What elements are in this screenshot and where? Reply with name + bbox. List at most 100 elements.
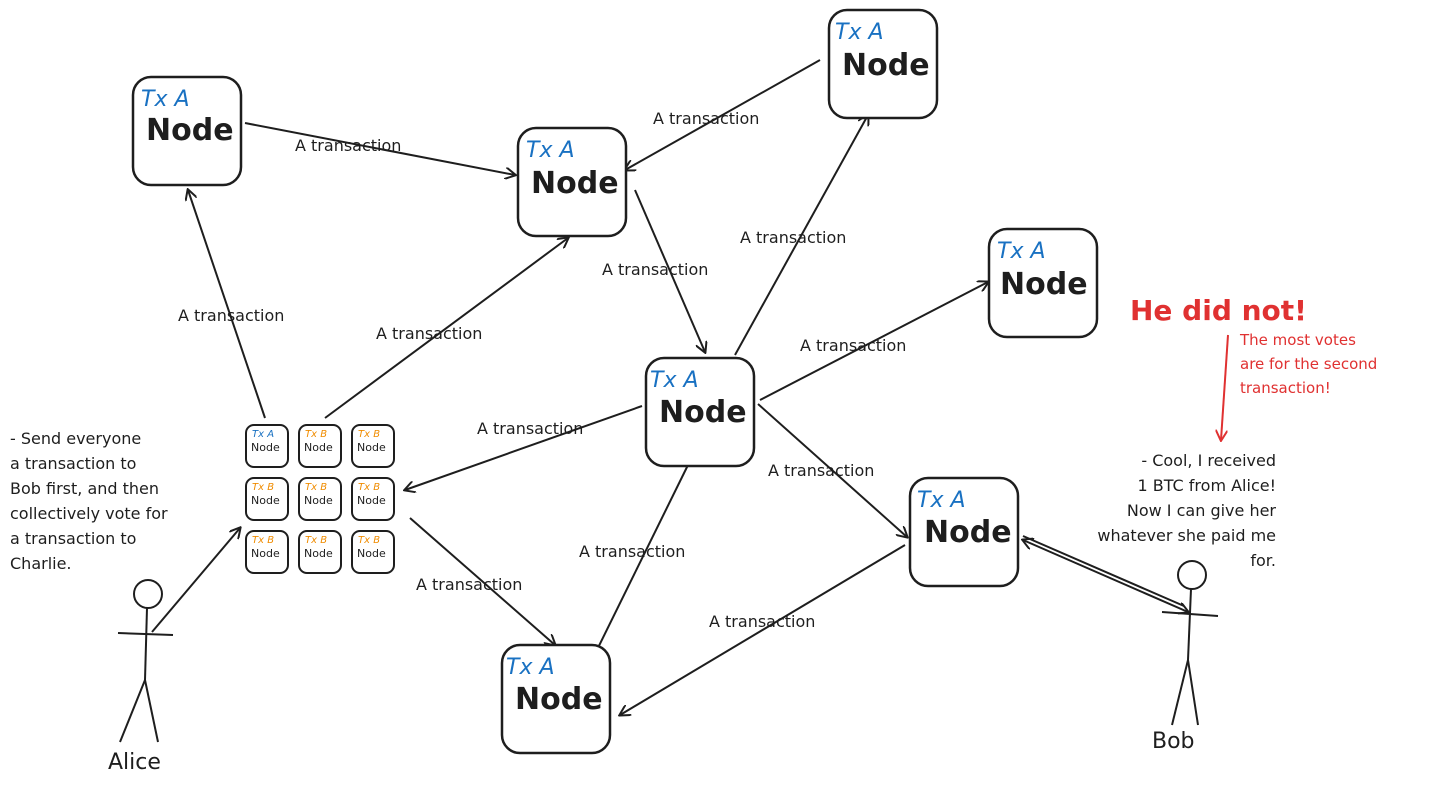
mini-node-box (351, 530, 395, 574)
mini-node-label: Node (251, 494, 280, 507)
mini-node-label: Node (304, 547, 333, 560)
edge-label: A transaction (477, 419, 583, 438)
node-label: Node (659, 395, 747, 430)
edge-label: A transaction (579, 542, 685, 561)
bob-body (1187, 588, 1192, 661)
node-box (644, 356, 756, 468)
edge-n2-to-n5 (634, 189, 705, 352)
mini-node-tx-label: Tx A (252, 429, 274, 440)
mini-node-box (351, 424, 395, 468)
node-4: Tx A Node (987, 227, 1099, 339)
mini-node-tx-label: Tx B (358, 482, 380, 493)
note-line: - Cool, I received (1141, 451, 1276, 470)
note-line: for. (1250, 551, 1276, 570)
mini-node-label: Node (304, 494, 333, 507)
node-tx-label: Tx A (917, 488, 966, 513)
node-box (827, 8, 939, 120)
node-tx-label: Tx A (835, 20, 884, 45)
mini-node-label: Node (304, 441, 333, 454)
edge-grid-to-n1 (188, 190, 266, 419)
mini-node-box (298, 424, 342, 468)
node-label: Node (1000, 267, 1088, 302)
bob-figure: Bob (1152, 560, 1219, 754)
edge-n6-to-n7 (620, 544, 906, 715)
edge-bob-n6-shadow (1022, 535, 1185, 607)
mini-node-label: Node (357, 494, 386, 507)
note-line: Charlie. (10, 554, 72, 573)
node-1: Tx A Node (131, 75, 243, 187)
edge-n5-to-n7 (592, 464, 689, 660)
mini-node-box (298, 530, 342, 574)
note-line: whatever she paid me (1097, 526, 1276, 545)
alice-leg-left (119, 679, 146, 743)
mini-node-tx-label: Tx B (305, 429, 327, 440)
bob-head (1177, 560, 1207, 590)
node-3: Tx A Node (827, 8, 939, 120)
edge-label: A transaction (653, 109, 759, 128)
mini-node-label: Node (251, 441, 280, 454)
mini-node-box (298, 477, 342, 521)
node-label: Node (842, 48, 930, 83)
mini-node-tx-label: Tx B (252, 482, 274, 493)
note-line: The most votes (1239, 331, 1356, 349)
rebuttal-arrow (1221, 334, 1229, 440)
mini-node-box (245, 477, 289, 521)
edge-n1-to-n2 (244, 122, 515, 175)
edges (151, 59, 1188, 715)
edge-label: A transaction (416, 575, 522, 594)
edge-grid-to-n7 (409, 517, 555, 645)
alice-name: Alice (108, 750, 161, 775)
mini-node-label: Node (357, 547, 386, 560)
node-label: Node (146, 113, 234, 148)
node-label: Node (924, 515, 1012, 550)
node-box (500, 643, 612, 755)
edge-bob-n6 (1023, 540, 1188, 612)
mini-node-tx-label: Tx B (305, 482, 327, 493)
node-tx-label: Tx A (526, 138, 575, 163)
node-box (987, 227, 1099, 339)
alice-figure: Alice (108, 579, 174, 775)
note-line: Now I can give her (1127, 501, 1277, 520)
edge-n3-to-n2 (625, 59, 821, 170)
mini-node-tx-label: Tx B (305, 535, 327, 546)
node-box (131, 75, 243, 187)
alice-body (144, 607, 148, 681)
node-6: Tx A Node (908, 476, 1020, 588)
node-tx-label: Tx A (997, 239, 1046, 264)
node-box (908, 476, 1020, 588)
mini-node-box (351, 477, 395, 521)
edge-label: A transaction (768, 461, 874, 480)
alice-head (133, 579, 163, 609)
edge-labels: A transaction A transaction A transactio… (178, 109, 906, 631)
note-line: - Send everyone (10, 429, 141, 448)
mini-node-tx-label: Tx B (358, 535, 380, 546)
node-label: Node (531, 166, 619, 201)
edge-label: A transaction (709, 612, 815, 631)
bob-arms (1161, 611, 1219, 617)
rebuttal-title: He did not! (1130, 294, 1307, 327)
mini-node-box (245, 424, 289, 468)
edge-n5-to-n3 (734, 115, 868, 356)
bob-name: Bob (1152, 729, 1195, 754)
node-tx-label: Tx A (141, 87, 190, 112)
edge-alice-to-grid (151, 528, 240, 633)
node-tx-label: Tx A (650, 368, 699, 393)
edge-grid-to-n2 (324, 238, 568, 419)
edge-label: A transaction (602, 260, 708, 279)
node-label: Node (515, 682, 603, 717)
note-line: a transaction to (10, 454, 136, 473)
edge-label: A transaction (295, 136, 401, 155)
bob-leg-right (1187, 659, 1199, 726)
